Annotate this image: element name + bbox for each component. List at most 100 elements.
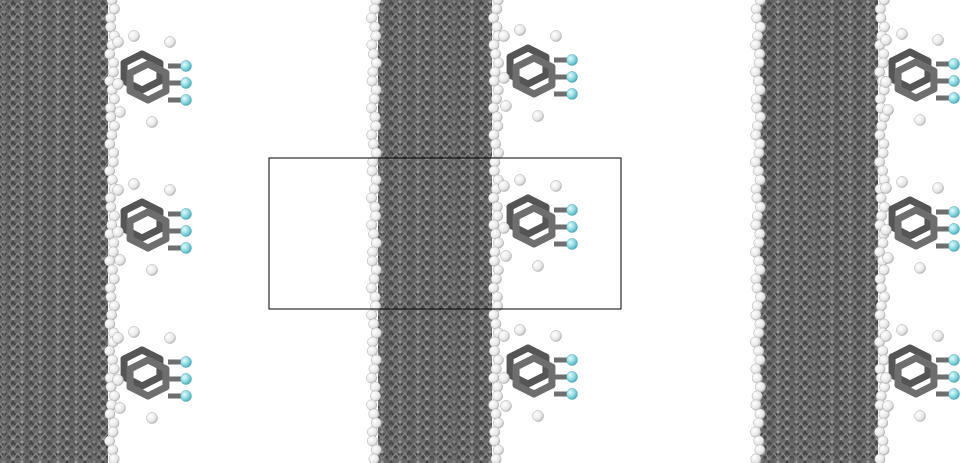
hydrogen-atom: [753, 165, 764, 177]
hydrogen-atom: [874, 453, 886, 463]
hydrogen-atom: [752, 30, 764, 42]
hydrogen-atom: [498, 72, 510, 84]
hydrogen-atom: [877, 345, 889, 357]
hydrogen-atom: [880, 372, 892, 384]
hydrogen-atom: [880, 182, 892, 194]
hydrogen-atom: [492, 210, 504, 222]
hydrogen-atom: [750, 309, 762, 321]
hydrogen-atom: [490, 363, 502, 375]
hydrogen-atom: [106, 129, 118, 141]
hydrogen-atom: [368, 363, 380, 375]
hydrogen-atom: [492, 390, 503, 402]
carbon-lattice: [378, 0, 492, 463]
hydrogen-atom: [500, 400, 512, 412]
hydrogen-atom: [874, 93, 886, 105]
hydrogen-atom: [750, 39, 762, 51]
hydrogen-atom: [750, 129, 762, 141]
hydrogen-atom: [108, 453, 120, 463]
hydrogen-atom: [875, 390, 887, 402]
hydrogen-atom: [488, 129, 500, 141]
hydrogen-atom: [370, 210, 382, 222]
hydrogen-atom: [932, 34, 944, 46]
fluorine-atom: [180, 373, 192, 385]
fluorine-atom: [566, 354, 578, 366]
hydrogen-atom: [108, 93, 120, 105]
hydrogen-atom: [146, 264, 158, 276]
hydrogen-atom: [498, 330, 510, 342]
hydrogen-atom: [490, 453, 502, 463]
fluorine-atom: [566, 204, 578, 216]
hydrogen-atom: [754, 354, 766, 366]
molecule: [112, 30, 192, 128]
fluorine-atom: [180, 225, 192, 237]
hydrogen-atom: [880, 34, 892, 46]
hydrogen-atom: [489, 345, 500, 357]
fluorine-atom: [566, 238, 578, 250]
hydrogen-atom: [880, 330, 892, 342]
hydrogen-atom: [874, 309, 886, 321]
fluorine-atom: [180, 242, 192, 254]
molecule: [112, 178, 192, 276]
carbon-lattice: [0, 0, 108, 463]
fluorine-atom: [948, 206, 960, 218]
hydrogen-atom: [366, 129, 378, 141]
hydrogen-atom: [500, 250, 512, 262]
hydrogen-atom: [750, 363, 762, 375]
hydrogen-atom: [550, 330, 562, 342]
hydrogen-atom: [369, 93, 380, 105]
hydrogen-atom: [492, 354, 504, 366]
hydrogen-atom: [750, 273, 762, 285]
hydrogen-atom: [368, 228, 380, 240]
fluorine-atom: [180, 208, 192, 220]
hydrogen-atom: [492, 120, 504, 132]
hydrogen-atom: [754, 408, 766, 420]
hydrogen-atom: [754, 318, 766, 330]
hydrogen-atom: [491, 21, 503, 33]
hydrogen-atom: [108, 273, 120, 285]
hydrogen-atom: [490, 138, 501, 150]
molecule: [880, 324, 960, 422]
hydrogen-atom: [146, 412, 158, 424]
hydrogen-atom: [753, 255, 765, 267]
hydrogen-atom: [114, 106, 126, 118]
hydrogen-atom: [104, 48, 116, 60]
hydrogen-atom: [914, 262, 926, 274]
hydrogen-atom: [751, 390, 763, 402]
fluorine-atom: [566, 388, 578, 400]
hydrogen-atom: [490, 273, 502, 285]
molecule: [880, 28, 960, 126]
hydrogen-atom: [164, 332, 176, 344]
hydrogen-atom: [128, 326, 140, 338]
carbon-lattice: [760, 0, 878, 463]
hydrogen-atom: [754, 174, 766, 186]
hydrogen-atom: [877, 435, 889, 447]
hydrogen-atom: [914, 114, 926, 126]
hydrogen-atom: [750, 66, 761, 78]
hydrogen-atom: [489, 66, 501, 78]
hydrogen-atom: [755, 111, 766, 123]
hydrogen-atom: [370, 444, 382, 456]
hydrogen-atom: [752, 120, 763, 132]
hydrogen-atom: [366, 399, 378, 411]
hydrogen-atom: [488, 309, 500, 321]
hydrogen-atom: [750, 219, 762, 231]
hydrogen-atom: [874, 363, 886, 375]
hydrogen-atom: [114, 254, 126, 266]
hydrogen-atom: [877, 165, 888, 177]
hydrogen-atom: [107, 354, 118, 366]
hydrogen-atom: [751, 300, 763, 312]
hydrogen-atom: [106, 264, 118, 276]
hydrogen-atom: [878, 444, 890, 456]
hydrogen-atom: [104, 408, 116, 420]
hydrogen-atom: [109, 300, 120, 312]
molecule: [112, 326, 192, 424]
hydrogen-atom: [366, 309, 378, 321]
hydrogen-atom: [109, 210, 120, 222]
hydrogen-atom: [514, 24, 526, 36]
hydrogen-atom: [878, 318, 890, 330]
hydrogen-atom: [104, 255, 115, 267]
fluorine-atom: [180, 60, 192, 72]
hydrogen-atom: [112, 78, 124, 90]
fluorine-atom: [948, 354, 960, 366]
fluorine-atom: [180, 77, 192, 89]
